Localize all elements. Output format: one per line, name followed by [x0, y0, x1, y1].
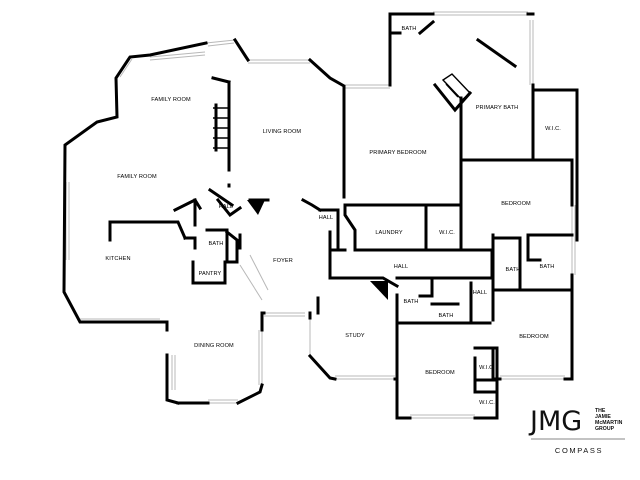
label-primary-wic: W.I.C. [545, 126, 561, 132]
label-family-room-upper: FAMILY ROOM [151, 97, 191, 103]
label-study: STUDY [345, 333, 365, 339]
label-bath-east-b: BATH [540, 264, 555, 270]
room-labels: FAMILY ROOM FAMILY ROOM LIVING ROOM PRIM… [105, 26, 561, 406]
label-foyer: FOYER [273, 258, 293, 264]
label-laundry: LAUNDRY [375, 230, 402, 236]
logo-line-2: JAMIE [595, 414, 611, 420]
triangles [247, 200, 388, 300]
interior-walls [108, 19, 574, 394]
label-bath-east-a: BATH [506, 267, 521, 273]
logo-letters: JMG [528, 406, 582, 437]
label-hall-east: HALL [473, 290, 487, 296]
label-hall-west: HALL [219, 204, 233, 210]
label-primary-bath: PRIMARY BATH [476, 105, 519, 111]
label-kitchen: KITCHEN [105, 256, 130, 262]
windows [65, 11, 576, 419]
label-primary-bath-small: BATH [402, 26, 417, 32]
label-bedroom-east: BEDROOM [501, 201, 531, 207]
label-hall-center: HALL [319, 215, 333, 221]
logo-line-1: THE [595, 408, 606, 414]
label-bedroom-south: BEDROOM [425, 370, 455, 376]
label-bedroom-southeast: BEDROOM [519, 334, 549, 340]
label-wic-south-a: W.I.C. [479, 365, 495, 371]
label-family-room-lower: FAMILY ROOM [117, 174, 157, 180]
logo-line-4: GROUP [595, 426, 615, 432]
compass-wordmark: COMPASS [555, 446, 603, 455]
label-wic-south-b: W.I.C. [479, 400, 495, 406]
brand-logo: JMG THE JAMIE McMARTIN GROUP COMPASS [528, 406, 625, 455]
label-primary-bedroom: PRIMARY BEDROOM [369, 150, 426, 156]
label-wic-laundry: W.I.C. [439, 230, 455, 236]
label-hall-main: HALL [394, 264, 408, 270]
label-dining-room: DINING ROOM [194, 343, 234, 349]
label-living-room: LIVING ROOM [263, 129, 302, 135]
label-bath-south-b: BATH [439, 313, 454, 319]
label-bath-west: BATH [209, 241, 224, 247]
label-pantry: PANTRY [199, 271, 222, 277]
logo-line-3: McMARTIN [595, 420, 623, 426]
exterior-walls [62, 12, 579, 420]
label-bath-south-a: BATH [404, 299, 419, 305]
